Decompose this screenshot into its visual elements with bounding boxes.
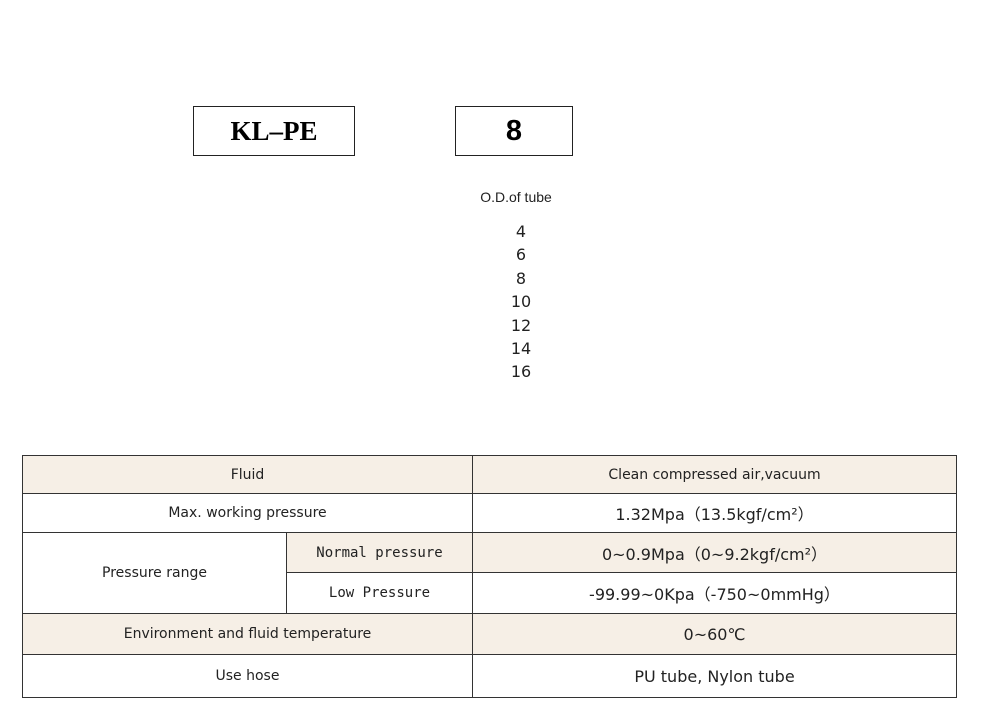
- od-caption: O.D.of tube: [480, 189, 552, 205]
- od-size-item: 4: [515, 222, 527, 241]
- spec-table: Fluid Clean compressed air,vacuum Max. w…: [22, 455, 957, 698]
- od-size-item: 10: [510, 292, 532, 312]
- table-row: Pressure range Normal pressure 0~0.9Mpa（…: [22, 532, 957, 614]
- od-size-item: 16: [510, 362, 532, 382]
- pressure-range-label: Pressure range: [22, 532, 287, 614]
- od-size-item: 6: [515, 245, 527, 265]
- model-series-text: KL–PE: [230, 115, 318, 146]
- od-size-list: 4 6 8 10 12 14 16: [471, 220, 571, 384]
- max-pressure-value: 1.32Mpa（13.5kgf/cm²）: [472, 493, 957, 533]
- fluid-label: Fluid: [22, 455, 473, 494]
- table-row: Environment and fluid temperature 0~60℃: [22, 613, 957, 655]
- low-pressure-value: -99.99~0Kpa（-750~0mmHg）: [472, 572, 957, 614]
- table-row: Use hose PU tube, Nylon tube: [22, 654, 957, 698]
- model-size-text: 8: [505, 114, 523, 147]
- normal-pressure-value: 0~0.9Mpa（0~9.2kgf/cm²）: [472, 532, 957, 573]
- hose-value: PU tube, Nylon tube: [472, 654, 957, 698]
- temperature-value: 0~60℃: [472, 613, 957, 655]
- fluid-value: Clean compressed air,vacuum: [472, 455, 957, 494]
- od-size-item: 8: [515, 268, 527, 288]
- max-pressure-label: Max. working pressure: [22, 493, 473, 533]
- table-row: Low Pressure -99.99~0Kpa（-750~0mmHg）: [23, 572, 957, 614]
- normal-pressure-label: Normal pressure: [286, 532, 473, 573]
- model-size-box: 8: [455, 106, 573, 156]
- hose-label: Use hose: [22, 654, 473, 698]
- table-row: Max. working pressure 1.32Mpa（13.5kgf/cm…: [22, 493, 957, 533]
- table-row: Fluid Clean compressed air,vacuum: [22, 455, 957, 494]
- model-series-box: KL–PE: [193, 106, 355, 156]
- od-size-item: 14: [510, 338, 532, 358]
- temperature-label: Environment and fluid temperature: [22, 613, 473, 655]
- od-size-item: 12: [510, 315, 532, 335]
- low-pressure-label: Low Pressure: [286, 572, 473, 614]
